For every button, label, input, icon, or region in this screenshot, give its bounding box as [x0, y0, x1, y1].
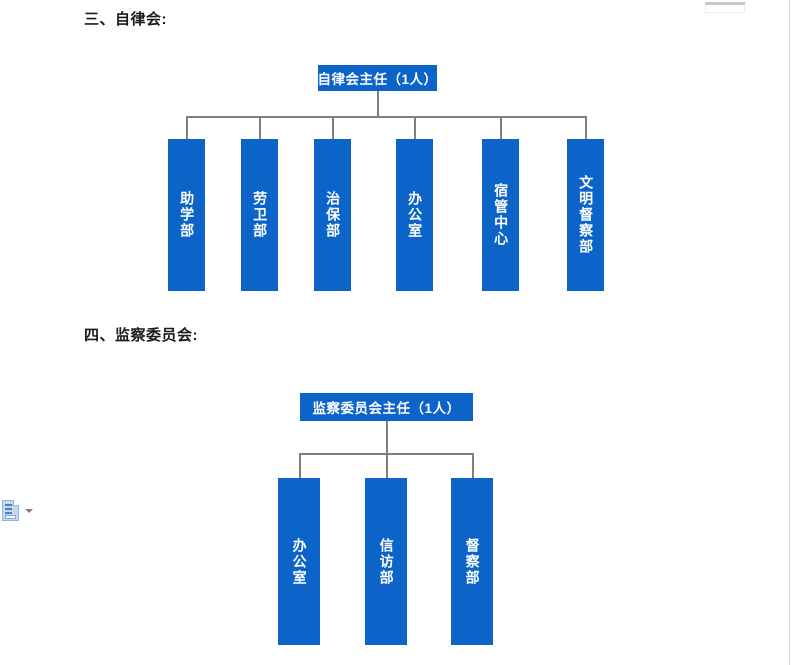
connector-drop-1: [186, 116, 188, 139]
org-node-label: 劳卫部: [252, 191, 269, 239]
org-node-leaf[interactable]: 文明督察部: [567, 139, 604, 291]
connector-root-stem: [386, 421, 388, 478]
org-node-label: 办公室: [407, 191, 424, 239]
paste-options-icon[interactable]: [2, 500, 19, 521]
org-node-label: 信访部: [378, 537, 395, 586]
chevron-down-icon[interactable]: [23, 504, 36, 517]
paste-options-smart-tag[interactable]: [2, 500, 36, 521]
section-heading-2: 四、监察委员会:: [84, 327, 198, 344]
org-node-leaf[interactable]: 助学部: [168, 139, 205, 291]
section-heading-1: 三、自律会:: [84, 11, 167, 28]
org-node-label: 治保部: [325, 191, 342, 239]
org-node-leaf[interactable]: 信访部: [365, 478, 407, 645]
connector-drop-6: [585, 116, 587, 139]
org-node-leaf[interactable]: 办公室: [396, 139, 433, 291]
connector-drop-3: [472, 453, 474, 478]
ruler-mark: [705, 2, 745, 5]
org-node-leaf[interactable]: 劳卫部: [241, 139, 278, 291]
connector-drop-2: [259, 116, 261, 139]
connector-root-stem: [377, 91, 379, 116]
org-node-leaf[interactable]: 宿管中心: [482, 139, 519, 291]
org-node-leaf[interactable]: 督察部: [451, 478, 493, 645]
connector-horizontal-bus: [186, 116, 586, 118]
connector-drop-3: [332, 116, 334, 139]
org-node-label: 文明督察部: [578, 175, 595, 255]
connector-drop-1: [299, 453, 301, 478]
page-corner-fold: [13, 500, 19, 506]
connector-horizontal-bus: [299, 453, 473, 455]
org-node-root[interactable]: 自律会主任（1人）: [318, 65, 437, 91]
org-node-label: 助学部: [179, 191, 196, 239]
ruler-mark-secondary: [705, 6, 745, 13]
org-node-label: 办公室: [291, 537, 308, 586]
org-node-label: 督察部: [464, 537, 481, 586]
connector-drop-4: [414, 116, 416, 139]
org-node-leaf[interactable]: 治保部: [314, 139, 351, 291]
connector-drop-5: [500, 116, 502, 139]
org-node-label: 宿管中心: [493, 183, 510, 247]
page-right-edge: [789, 0, 790, 665]
org-node-root[interactable]: 监察委员会主任（1人）: [300, 393, 473, 421]
org-node-leaf[interactable]: 办公室: [278, 478, 320, 645]
